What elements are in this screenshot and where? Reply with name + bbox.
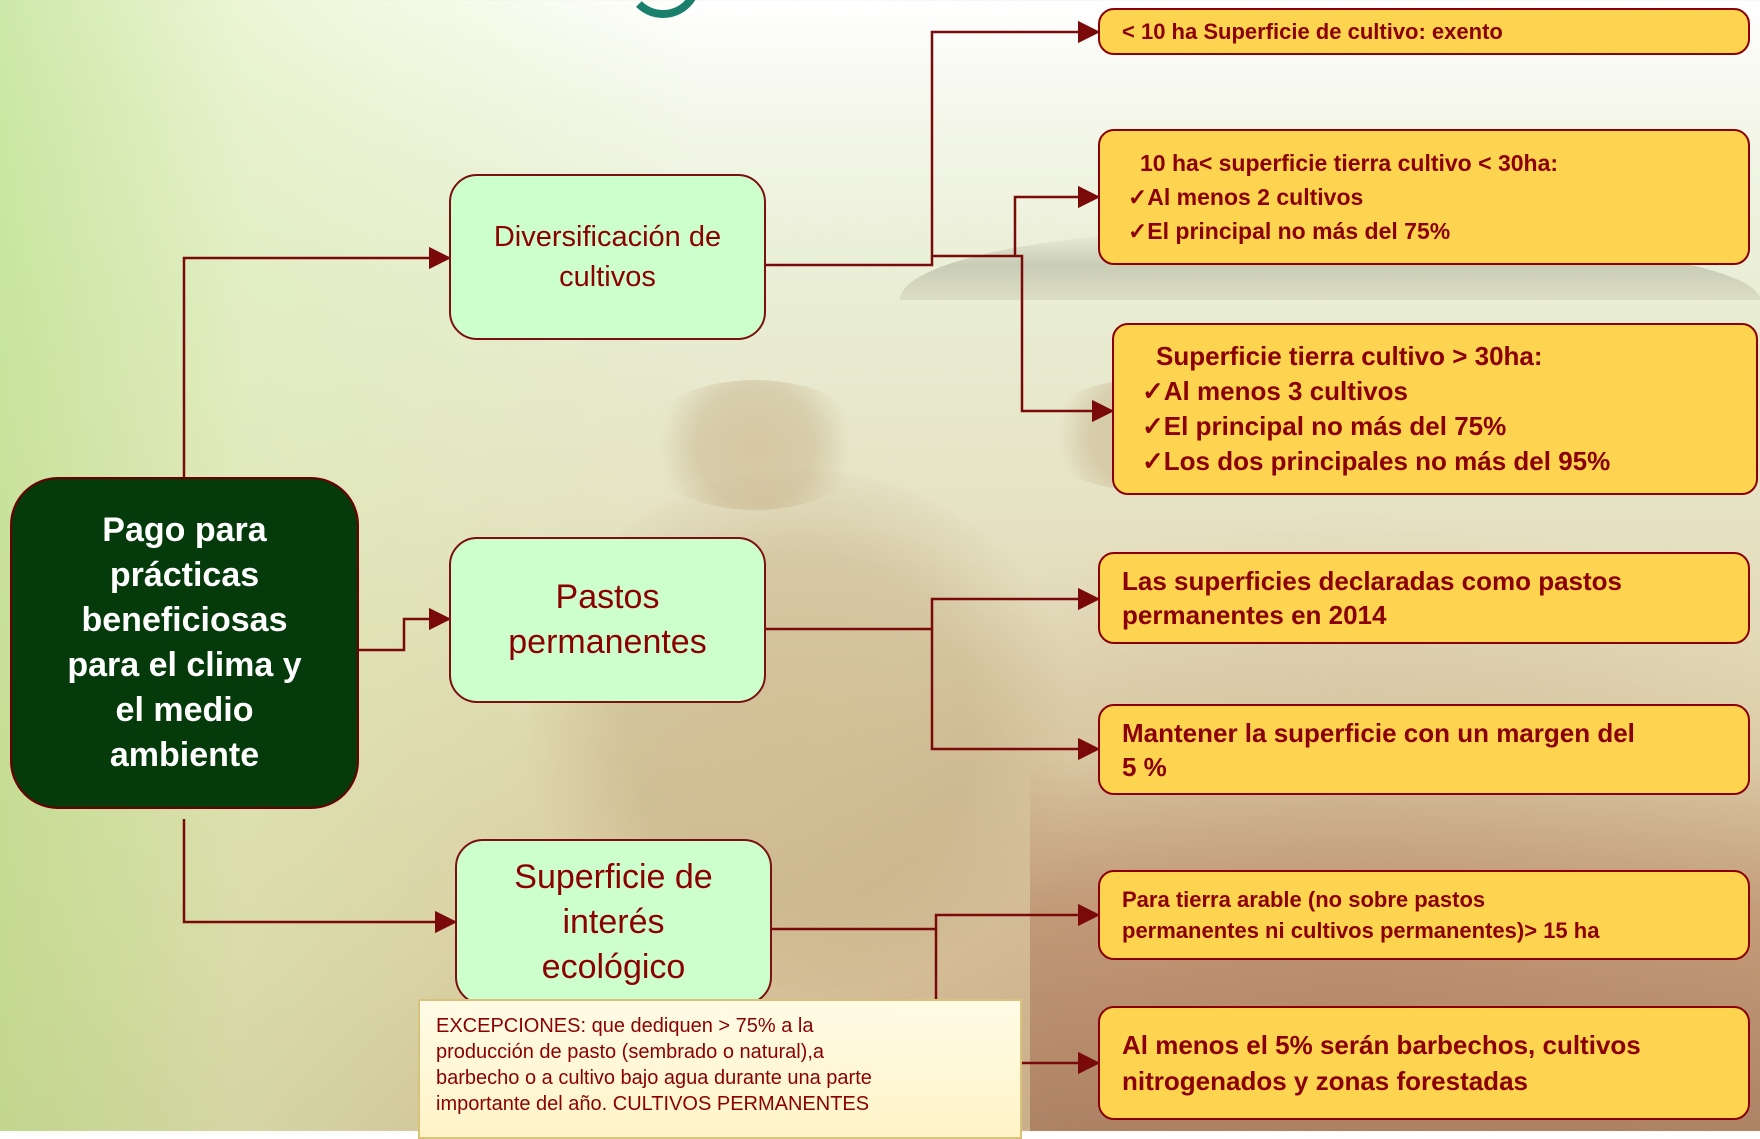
connector-div-to-rule-2 bbox=[932, 185, 1101, 258]
connector-eco-to-rule-1 bbox=[772, 903, 1101, 931]
connector-root-to-superficie bbox=[182, 819, 458, 934]
category-pastos-permanentes: Pastos permanentes bbox=[449, 537, 766, 703]
rule-line: Las superficies declaradas como pastos bbox=[1122, 566, 1622, 596]
connector-div-to-rule-3 bbox=[1015, 254, 1115, 423]
rule-line: 10 ha< superficie tierra cultivo < 30ha: bbox=[1140, 150, 1559, 176]
category-line: interés bbox=[562, 902, 665, 941]
rule-diversificacion-10-30ha: 10 ha< superficie tierra cultivo < 30ha:… bbox=[1098, 129, 1750, 265]
category-line: ecológico bbox=[541, 947, 686, 986]
rule-line: permanentes en 2014 bbox=[1122, 600, 1387, 630]
connector-pastos-to-rule-2 bbox=[930, 629, 1101, 761]
category-line: Diversificación de bbox=[493, 221, 722, 253]
rule-line: 5 % bbox=[1122, 751, 1167, 782]
category-line: permanentes bbox=[508, 623, 707, 661]
category-line: Pastos bbox=[555, 578, 660, 616]
exceptions-line: importante del año. CULTIVOS PERMANENTES bbox=[436, 1093, 870, 1115]
exceptions-line: EXCEPCIONES: que dediquen > 75% a la bbox=[436, 1015, 814, 1037]
rule-line: Superficie tierra cultivo > 30ha: bbox=[1156, 341, 1543, 371]
rule-line: < 10 ha Superficie de cultivo: exento bbox=[1122, 18, 1503, 44]
exceptions-note: EXCEPCIONES: que dediquen > 75% a la pro… bbox=[418, 999, 1022, 1139]
rule-diversificacion-menos-10ha: < 10 ha Superficie de cultivo: exento bbox=[1098, 8, 1750, 55]
root-line: ambiente bbox=[109, 736, 260, 774]
root-line: Pago para bbox=[102, 511, 267, 549]
category-diversificacion-cultivos: Diversificación de cultivos bbox=[449, 174, 766, 340]
rule-ecologico-tierra-arable: Para tierra arable (no sobre pastos perm… bbox=[1098, 870, 1750, 960]
connector-div-trunk bbox=[766, 20, 1101, 267]
rule-diversificacion-mas-30ha: Superficie tierra cultivo > 30ha: ✓Al me… bbox=[1112, 323, 1758, 495]
rule-line: permanentes ni cultivos permanentes)> 15… bbox=[1122, 918, 1600, 943]
rule-line: ✓Al menos 2 cultivos bbox=[1128, 184, 1364, 210]
rule-pastos-superficies-declaradas: Las superficies declaradas como pastos p… bbox=[1098, 552, 1750, 644]
root-line: prácticas bbox=[109, 556, 260, 594]
rule-ecologico-barbechos: Al menos el 5% serán barbechos, cultivos… bbox=[1098, 1006, 1750, 1120]
connector-pastos-to-rule-1 bbox=[766, 587, 1101, 631]
exceptions-line: barbecho o a cultivo bajo agua durante u… bbox=[436, 1067, 872, 1089]
exceptions-line: producción de pasto (sembrado o natural)… bbox=[436, 1041, 825, 1063]
rule-line: ✓Al menos 3 cultivos bbox=[1142, 376, 1408, 406]
rule-pastos-mantener-superficie: Mantener la superficie con un margen del… bbox=[1098, 704, 1750, 795]
category-line: cultivos bbox=[559, 261, 656, 293]
rule-line: Mantener la superficie con un margen del bbox=[1122, 717, 1635, 748]
connector-root-to-pastos bbox=[359, 607, 452, 652]
rule-line: ✓El principal no más del 75% bbox=[1142, 411, 1507, 441]
category-line: Superficie de bbox=[514, 857, 713, 896]
root-line: beneficiosas bbox=[81, 601, 288, 639]
root-line: el medio bbox=[115, 691, 254, 729]
rule-line: Al menos el 5% serán barbechos, cultivos bbox=[1122, 1030, 1641, 1060]
category-superficie-interes-ecologico: Superficie de interés ecológico bbox=[455, 839, 772, 1005]
connector-root-to-diversificacion bbox=[182, 246, 452, 477]
root-node-pago-practicas: Pago para prácticas beneficiosas para el… bbox=[10, 477, 359, 809]
rule-line: ✓Los dos principales no más del 95% bbox=[1142, 446, 1611, 476]
rule-line: nitrogenados y zonas forestadas bbox=[1122, 1066, 1528, 1096]
rule-line: ✓El principal no más del 75% bbox=[1128, 218, 1451, 244]
rule-line: Para tierra arable (no sobre pastos bbox=[1122, 887, 1486, 912]
root-line: para el clima y bbox=[67, 646, 302, 684]
